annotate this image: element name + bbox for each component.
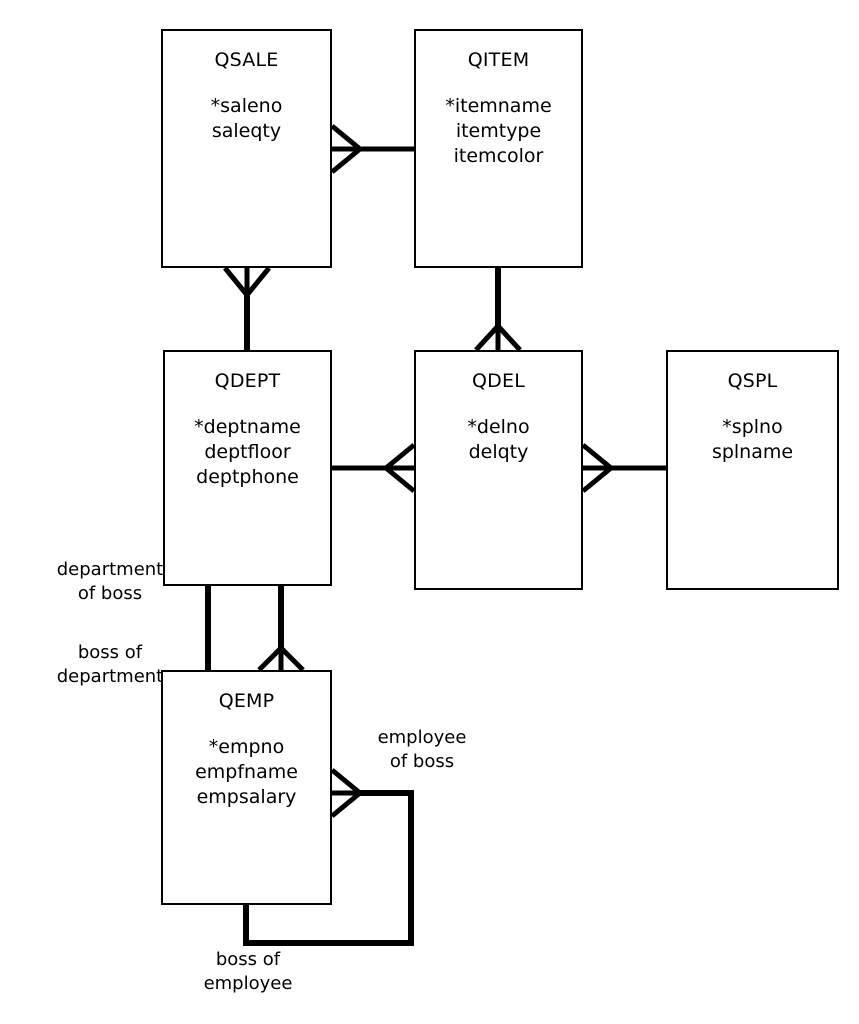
entity-qsale-title: QSALE bbox=[214, 49, 279, 71]
entity-qitem-attributes: *itemname itemtype itemcolor bbox=[445, 94, 552, 167]
entity-qdel-title: QDEL bbox=[472, 370, 525, 392]
entity-qemp-attributes: *empno empfname empsalary bbox=[195, 735, 298, 808]
entity-qemp-title: QEMP bbox=[218, 690, 275, 712]
entity-qdept-title: QDEPT bbox=[214, 370, 281, 392]
entity-qsale-attributes: *saleno saleqty bbox=[210, 94, 283, 142]
connector-qdept-qemp-works bbox=[257, 586, 305, 672]
relationship-label-employee-of-boss: employee of boss bbox=[377, 727, 467, 773]
entity-qdel[interactable]: QDEL *delno delqty bbox=[414, 350, 583, 590]
entity-qdept-attributes: *deptname deptfloor deptphone bbox=[194, 415, 301, 488]
connector-qspl-qdel bbox=[581, 443, 666, 493]
entity-qemp[interactable]: QEMP *empno empfname empsalary bbox=[161, 670, 332, 905]
entity-qsale[interactable]: QSALE *saleno saleqty bbox=[161, 29, 332, 268]
relationship-label-boss-of-employee: boss of employee bbox=[203, 949, 293, 995]
connector-qdept-qdel bbox=[332, 443, 416, 493]
relationship-label-department-of-boss: department of boss bbox=[56, 559, 164, 605]
entity-qspl[interactable]: QSPL *splno splname bbox=[666, 350, 839, 590]
connector-qitem-qdel bbox=[474, 268, 522, 352]
entity-qspl-title: QSPL bbox=[727, 370, 778, 392]
entity-qitem-title: QITEM bbox=[467, 49, 530, 71]
connector-qdept-qsale bbox=[223, 266, 271, 350]
entity-qdel-attributes: *delno delqty bbox=[467, 415, 530, 463]
entity-qspl-attributes: *splno splname bbox=[711, 415, 794, 463]
connector-qsale-qitem bbox=[330, 124, 414, 174]
connector-qemp-recursive bbox=[243, 768, 414, 946]
entity-qitem[interactable]: QITEM *itemname itemtype itemcolor bbox=[414, 29, 583, 268]
entity-qdept[interactable]: QDEPT *deptname deptfloor deptphone bbox=[163, 350, 332, 586]
relationship-label-boss-of-department: boss of department bbox=[56, 642, 164, 688]
